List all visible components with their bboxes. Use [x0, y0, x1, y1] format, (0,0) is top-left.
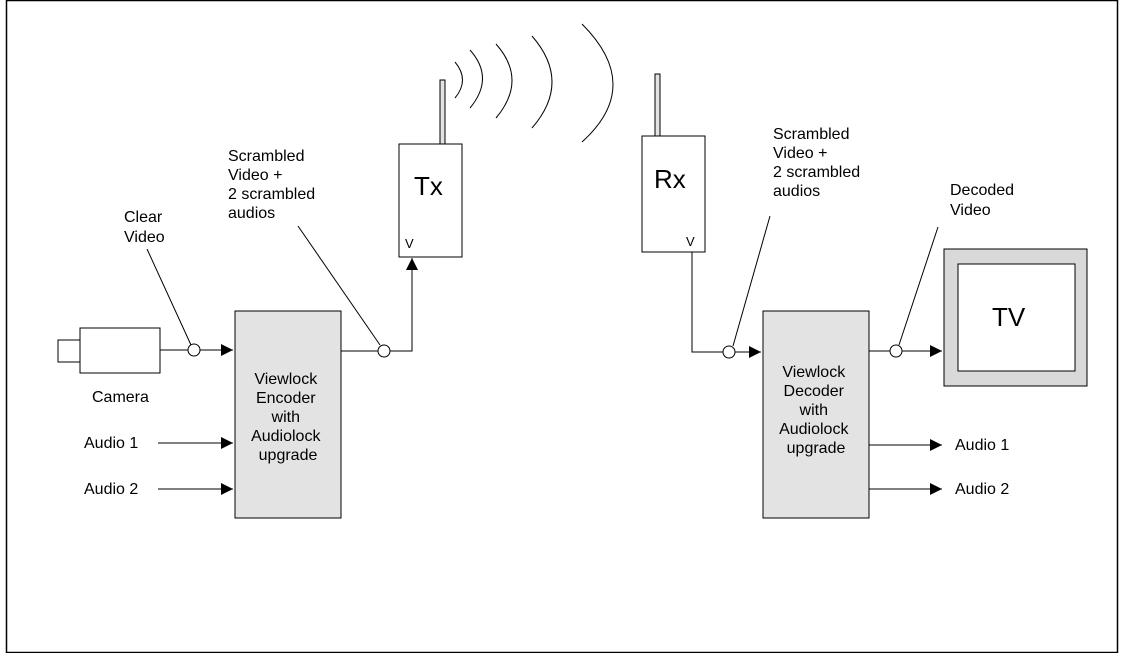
scrambled-rx-label: Scrambled Video + 2 scrambled audios [773, 126, 865, 200]
camera-icon [57, 327, 161, 374]
rx-port-label: V [686, 234, 695, 249]
decoded-video-leader [898, 226, 939, 346]
clear-video-label: Clear Video [124, 209, 167, 246]
scrambled-rx-line [691, 252, 761, 358]
decoder-box [762, 310, 870, 519]
audio1-in-label: Audio 1 [84, 435, 138, 452]
rx-box [641, 135, 706, 253]
scrambled-rx-leader [732, 215, 771, 347]
audio1-out-label: Audio 1 [955, 437, 1009, 454]
decoded-video-connector [889, 344, 903, 358]
scrambled-tx-leader [297, 225, 381, 346]
encoder-box [234, 310, 342, 519]
clear-video-connector [187, 343, 201, 357]
tv-label: TV [992, 302, 1026, 332]
tx-label: Tx [414, 171, 443, 201]
scrambled-tx-connector [377, 344, 391, 358]
tv-icon [943, 248, 1088, 387]
clear-video-leader [146, 248, 192, 346]
decoder-label: Viewlock Decoder with Audiolock upgrade [779, 364, 853, 457]
rx-label: Rx [654, 164, 686, 194]
audio2-out-label: Audio 2 [955, 481, 1009, 498]
tx-box [398, 143, 463, 258]
camera-label: Camera [92, 389, 149, 406]
tx-antenna-icon [439, 79, 446, 146]
tx-port-label: V [405, 236, 414, 251]
audio2-in-label: Audio 2 [84, 481, 138, 498]
scrambled-rx-connector [722, 345, 736, 359]
radio-wave-icon [454, 23, 614, 143]
scrambled-tx-label: Scrambled Video + 2 scrambled audios [228, 148, 320, 222]
decoded-video-label: Decoded Video [950, 182, 1019, 219]
rx-antenna-icon [654, 73, 661, 138]
encoder-label: Viewlock Encoder with Audiolock upgrade [251, 371, 325, 464]
scrambled-tx-line [341, 258, 418, 352]
